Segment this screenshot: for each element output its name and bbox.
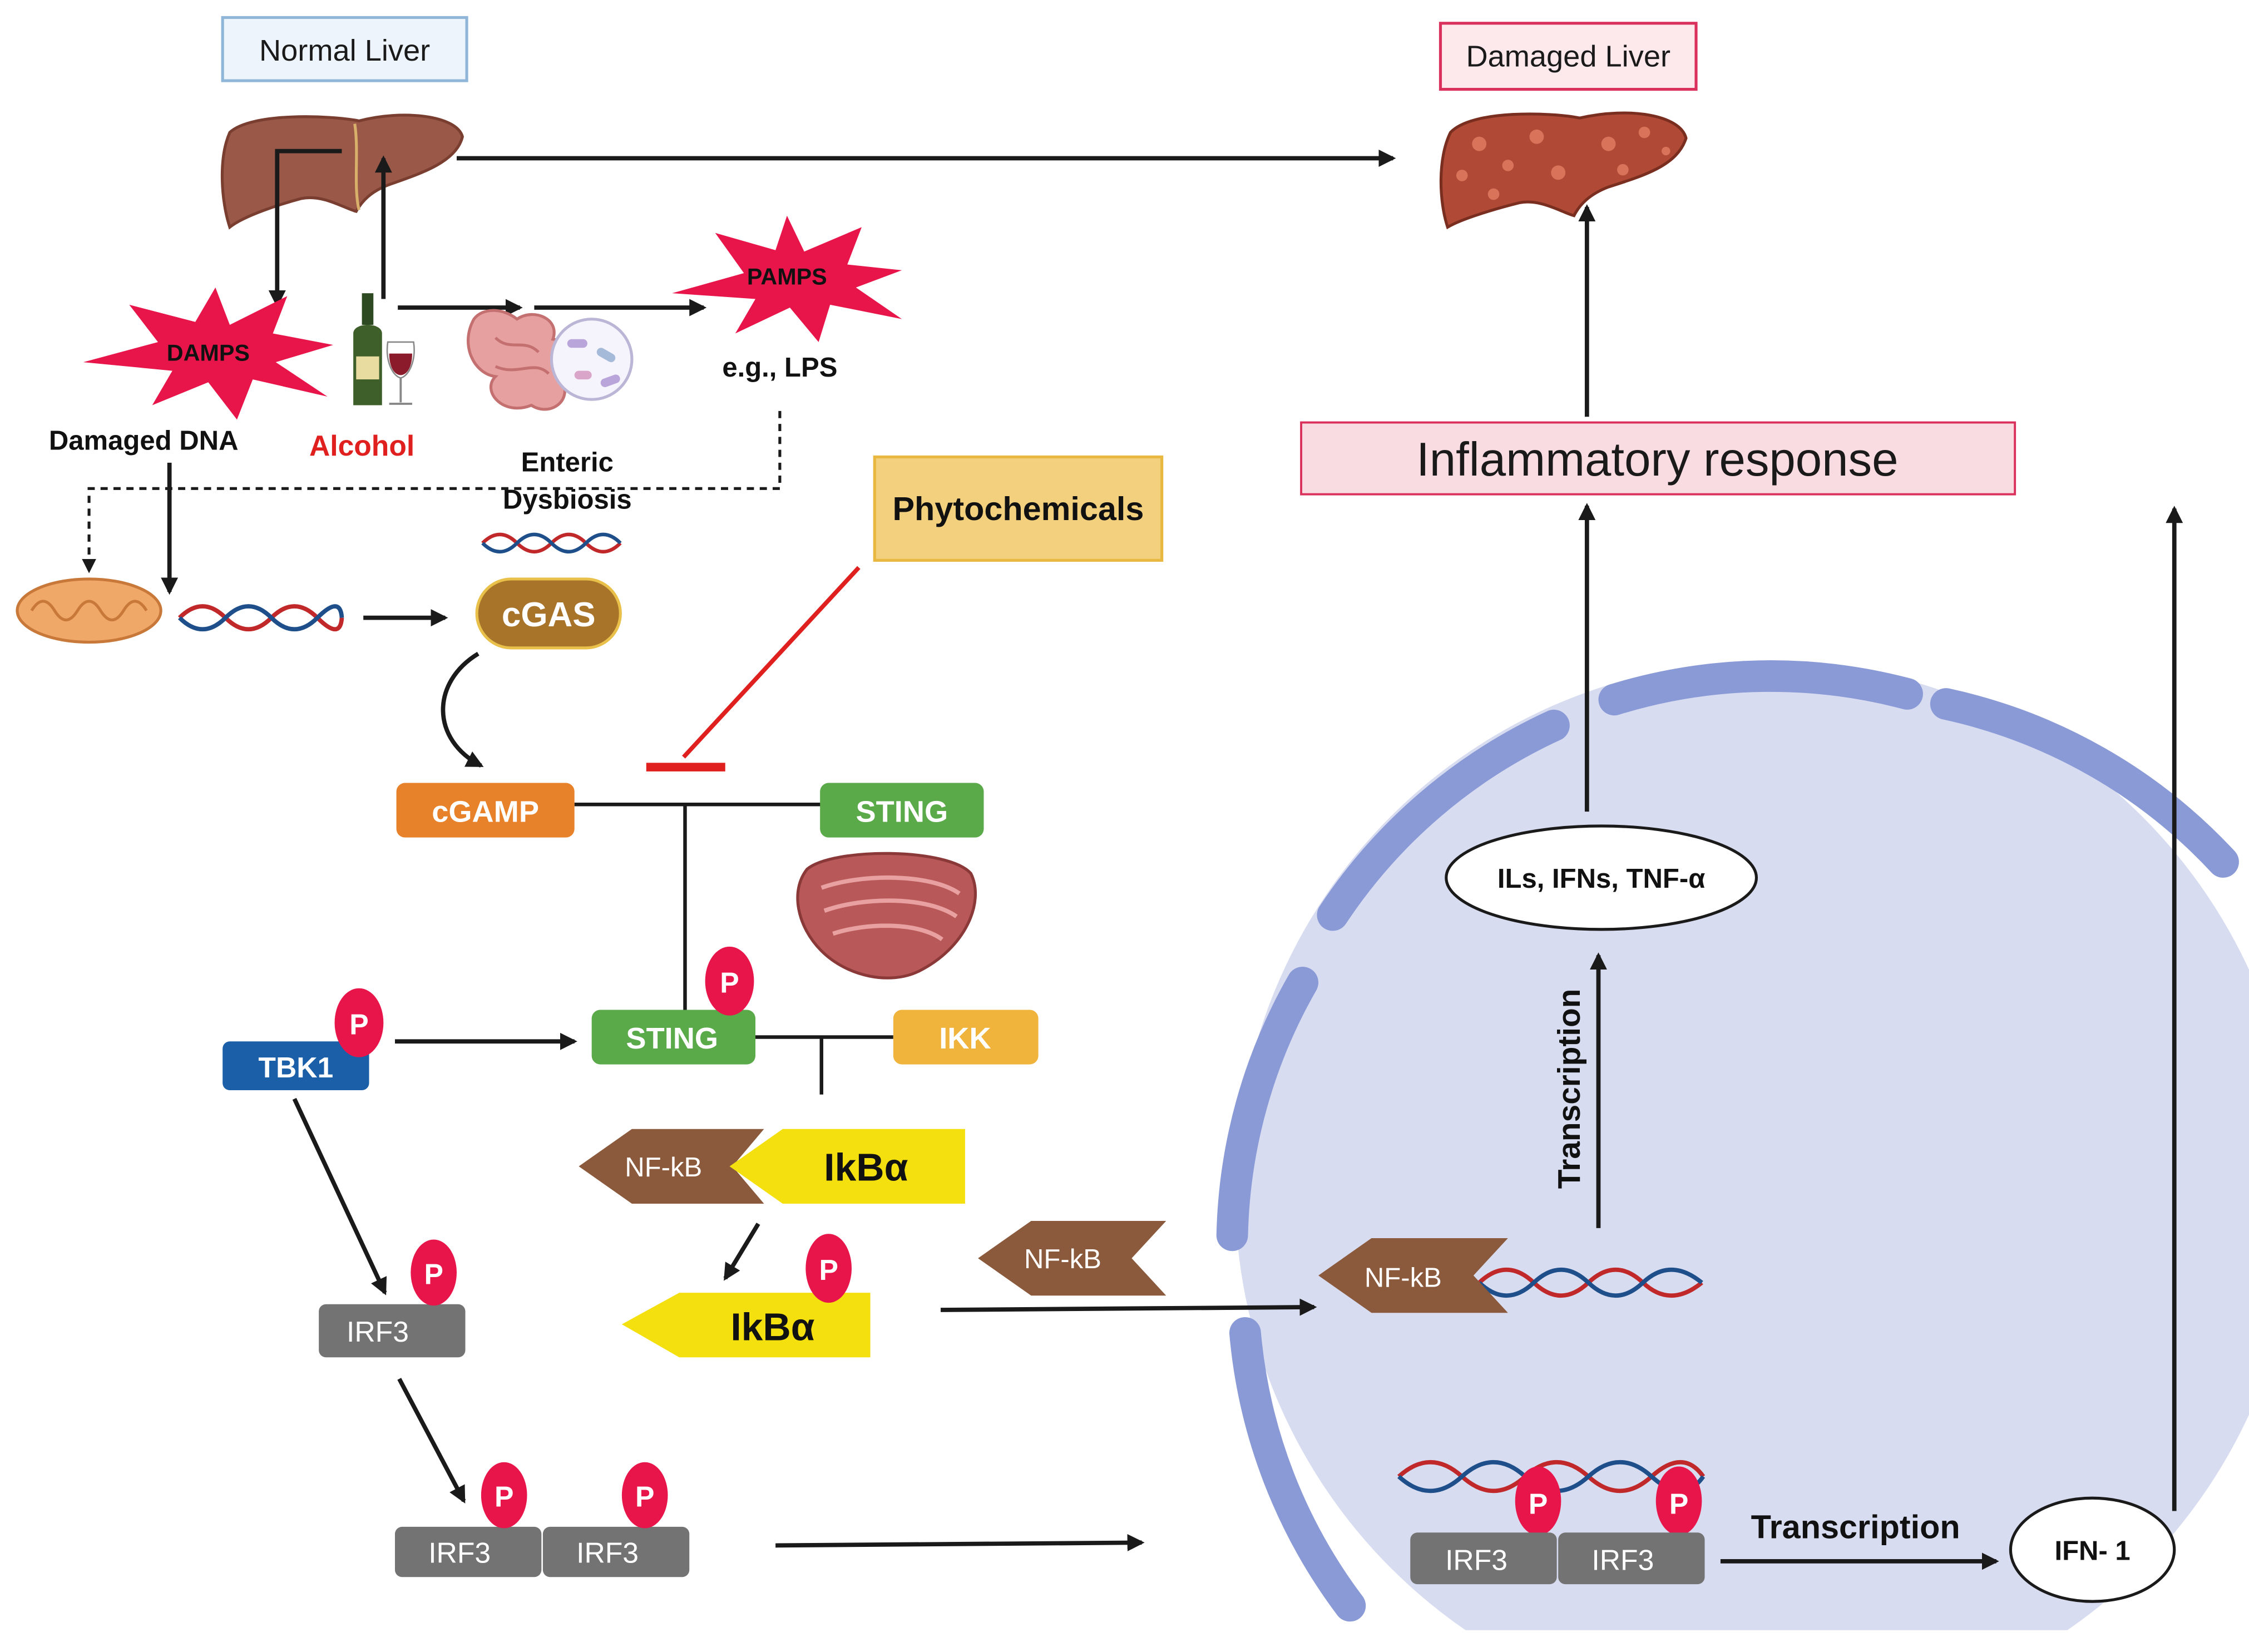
ikk-node [893,1010,1039,1065]
irf3-node [319,1304,466,1358]
normal-liver-box [221,16,468,82]
irf3-nucleus-a-label: IRF3 [1445,1544,1507,1576]
pamps-label: PAMPS [747,264,827,290]
sting-node [820,783,984,838]
damps-label: DAMPS [167,340,250,366]
dna-helix-icon [177,604,344,632]
phospho-badge [481,1462,527,1529]
sting-phospho-node [591,1010,755,1065]
nuclear-envelope [1216,660,2239,1622]
nfkb-shape [579,1129,764,1204]
damaged-liver-image [1439,111,1688,230]
irf3-dimer-b-node [542,1526,690,1577]
phospho-label: P [819,1254,838,1286]
ifn1-label: IFN- 1 [2054,1536,2130,1566]
phospho-label: P [495,1481,513,1513]
bacteria-icon [550,318,634,401]
alcohol-label: Alcohol [309,429,414,462]
ikba-label: IkBα [824,1146,908,1189]
phospho-badge [411,1239,457,1306]
phospho-badge [1515,1466,1561,1536]
normal-liver-label: Normal Liver [259,34,430,67]
phospho-label: P [349,1008,368,1040]
irf3-nucleus-b-node [1558,1532,1705,1585]
phospho-badge [334,988,384,1057]
phospho-badge [1655,1466,1702,1536]
sting-label: STING [856,795,948,828]
cgamp-node [396,783,575,838]
dna-helix-icon [1477,1267,1703,1298]
phospho-label: P [635,1481,654,1513]
irf3-dimer-a-node [394,1526,542,1577]
irf3-dimer-a-label: IRF3 [428,1536,491,1569]
alcohol-bottle-icon [353,293,415,405]
lps-label: e.g., LPS [722,353,837,383]
phytochemicals-box [873,455,1164,562]
irf3-nucleus-a-node [1410,1532,1557,1585]
phospho-label: P [1669,1488,1688,1520]
sting-phospho-label: STING [626,1022,718,1055]
ikba-phospho-shape [621,1293,871,1358]
damaged-dna-label: Damaged DNA [49,426,239,456]
nfkb-label: NF-kB [625,1153,702,1183]
phytochemicals-label: Phytochemicals [892,490,1144,527]
tbk1-node [223,1041,369,1091]
nfkb-free-shape [978,1220,1166,1296]
transcription-horizontal-label: Transcription [1751,1508,1960,1546]
irf3-dimer-b-label: IRF3 [576,1536,639,1569]
phospho-label: P [424,1258,443,1290]
endoplasmic-reticulum-icon [796,852,977,980]
phospho-label: P [720,966,739,998]
phospho-label: P [1529,1488,1548,1520]
ikk-label: IKK [939,1022,991,1055]
irf3-label: IRF3 [347,1315,409,1348]
transcription-vertical-label: Transcription [1552,989,1587,1189]
nfkb-nucleus-shape [1318,1238,1508,1313]
ifn1-node [2009,1496,2176,1603]
ikba-phospho-label: IkBα [730,1305,814,1348]
inflammatory-response-box [1300,421,2016,496]
pamps-burst: PAMPS [672,215,902,342]
inflammatory-response-label: Inflammatory response [1416,433,1898,486]
enteric-label: Enteric [521,447,614,477]
cgas-node [475,577,622,650]
damaged-liver-label: Damaged Liver [1466,39,1670,73]
cytokines-label: ILs, IFNs, TNF-α [1497,864,1705,894]
cytokines-node [1445,824,1758,931]
phospho-badge [705,946,754,1016]
nfkb-free-label: NF-kB [1024,1244,1101,1274]
cgas-label: cGAS [502,596,596,634]
damps-burst: DAMPS [83,287,333,420]
irf3-nucleus-b-label: IRF3 [1591,1544,1654,1576]
phospho-badge [621,1462,668,1529]
ikba-shape [729,1129,965,1204]
normal-liver-image [220,113,464,230]
tbk1-label: TBK1 [258,1051,333,1084]
nfkb-nucleus-label: NF-kB [1365,1263,1442,1293]
phospho-badge [805,1234,852,1303]
inhibition-line [682,566,861,759]
dna-helix-icon [481,532,622,553]
damaged-liver-box [1439,22,1698,91]
cgamp-label: cGAMP [432,795,539,828]
mitochondrion-icon [16,577,162,644]
